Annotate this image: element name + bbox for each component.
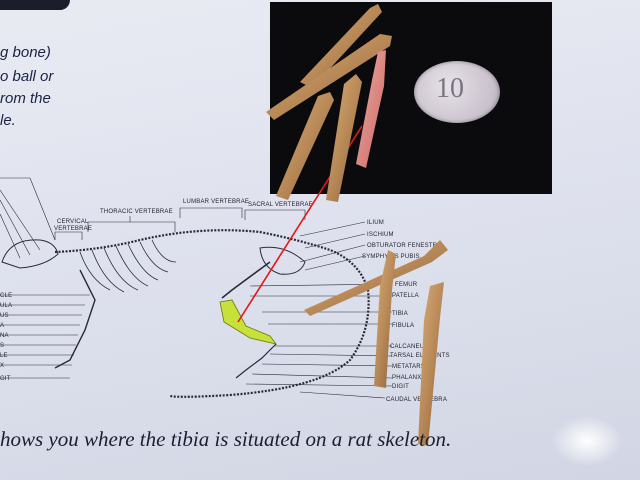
bone-4: [326, 74, 362, 202]
label-thoracic: THORACIC VERTEBRAE: [100, 209, 173, 215]
hind-foot: [235, 343, 277, 379]
tibia-highlight: [219, 299, 277, 345]
intro-line-1: g bone): [0, 44, 51, 61]
intro-line-3: rom the: [0, 90, 51, 107]
coin-denomination: 10: [436, 73, 464, 104]
label-patella: PATELLA: [392, 293, 419, 299]
intro-line-2: o ball or: [0, 68, 54, 85]
bone-2: [266, 34, 392, 120]
side-fragment-9: GIT: [0, 376, 11, 382]
bone-photo: [270, 2, 552, 194]
side-fragment-8: X: [0, 363, 4, 369]
forelimb: [54, 269, 96, 369]
side-fragment-5: NA: [0, 333, 9, 339]
side-fragment-2: ULA: [0, 303, 12, 309]
label-cervical-vertebrae: VERTEBRAE: [54, 226, 92, 232]
label-ilium: ILIUM: [367, 220, 384, 226]
dark-corner-shape: [0, 0, 70, 10]
label-ischium: ISCHIUM: [367, 232, 394, 238]
label-fibula: FIBULA: [392, 323, 414, 329]
spine-and-tail: [54, 229, 370, 398]
label-tarsal: TARSAL ELEMENTS: [390, 353, 450, 359]
label-digit: DIGIT: [392, 384, 409, 390]
label-caudal: CAUDAL VERTEBRA: [386, 397, 447, 403]
skull: [1, 239, 59, 269]
caption-text: hows you where the tibia is situated on …: [0, 427, 452, 451]
side-fragment-7: LE: [0, 353, 8, 359]
bone-1: [300, 4, 382, 88]
light-glare: [552, 416, 622, 466]
label-calcaneus: CALCANEUS: [390, 344, 428, 350]
label-phalanx: PHALANX: [392, 375, 421, 381]
coin: 10: [414, 61, 500, 123]
label-cervical: CERVICAL: [57, 219, 89, 225]
intro-line-4: le.: [0, 112, 16, 129]
label-obturator: OBTURATOR FENESTRA: [367, 243, 441, 249]
bone-long-specimen: [418, 282, 444, 446]
bone-tibia-specimen: [374, 250, 396, 388]
label-sacral: SACRAL VERTEBRAE: [248, 202, 313, 208]
pink-bone: [356, 50, 386, 168]
side-fragment-6: S: [0, 343, 4, 349]
bone-femur-specimen: [304, 240, 448, 316]
label-tibia: TIBIA: [392, 311, 408, 317]
label-lumbar: LUMBAR VERTEBRAE: [183, 199, 249, 205]
bone-3: [276, 92, 334, 200]
femur: [221, 261, 271, 299]
side-fragment-1: CLE: [0, 293, 12, 299]
side-fragment-3: US: [0, 313, 9, 319]
label-metatarsal: METATARSAL: [392, 364, 433, 370]
side-fragment-4: A: [0, 323, 4, 329]
label-femur: FEMUR: [395, 282, 418, 288]
rib-cage: [79, 239, 177, 293]
right-callout-lines: [245, 221, 393, 399]
